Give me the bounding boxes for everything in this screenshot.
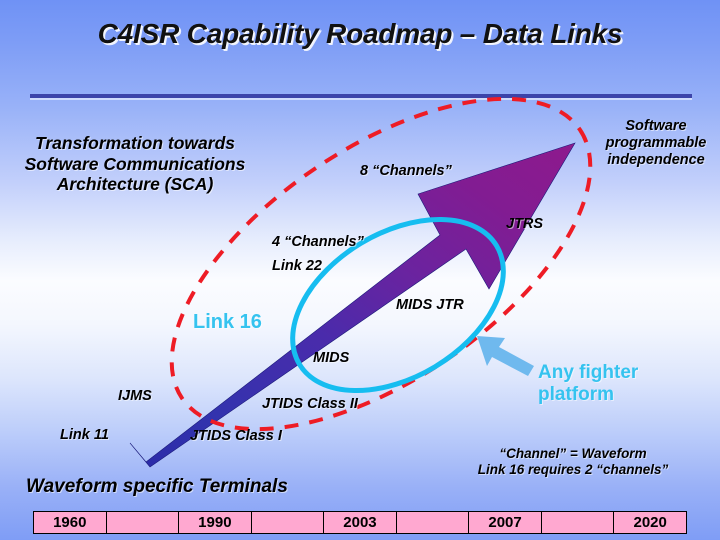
- label-8-channels: 8 “Channels”: [360, 163, 452, 179]
- label-waveform-specific-terminals: Waveform specific Terminals: [26, 476, 288, 497]
- label-link-22: Link 22: [272, 258, 322, 274]
- label-ijms: IJMS: [118, 388, 152, 404]
- label-transformation-sca: Transformation towards Software Communic…: [24, 133, 246, 195]
- red-dashed-ellipse: [169, 96, 593, 432]
- label-channel-footnote: “Channel” = Waveform Link 16 requires 2 …: [477, 446, 669, 477]
- page-title: C4ISR Capability Roadmap – Data Links: [97, 18, 623, 49]
- timeline-table: 1960 1990 2003 2007 2020: [33, 511, 687, 534]
- timeline-spacer-cell: [395, 511, 470, 534]
- timeline-year-cell: 2007: [468, 511, 542, 534]
- light-blue-callout-arrow: [477, 336, 534, 376]
- timeline-year-cell: 1960: [33, 511, 107, 534]
- timeline-year-cell: 1990: [178, 511, 252, 534]
- table-row: 1960 1990 2003 2007 2020: [33, 511, 687, 534]
- label-software-programmable: Software programmable independence: [605, 118, 707, 169]
- label-jtids-class-ii: JTIDS Class II: [262, 396, 358, 412]
- label-jtrs: JTRS: [506, 216, 544, 232]
- timeline-year-cell: 2020: [613, 511, 687, 534]
- label-any-fighter-platform: Any fighter platform: [538, 362, 639, 406]
- timeline-year-cell: 2003: [323, 511, 397, 534]
- timeline-spacer-cell: [250, 511, 325, 534]
- label-mids: MIDS: [313, 350, 350, 366]
- label-link-11: Link 11: [60, 427, 109, 443]
- label-4-channels: 4 “Channels”: [272, 234, 364, 250]
- title-divider: [30, 94, 692, 98]
- timeline-spacer-cell: [540, 511, 615, 534]
- label-mids-jtr: MIDS JTR: [396, 297, 464, 313]
- label-jtids-class-i: JTIDS Class I: [190, 428, 282, 444]
- label-link-16: Link 16: [193, 311, 262, 333]
- timeline-spacer-cell: [105, 511, 180, 534]
